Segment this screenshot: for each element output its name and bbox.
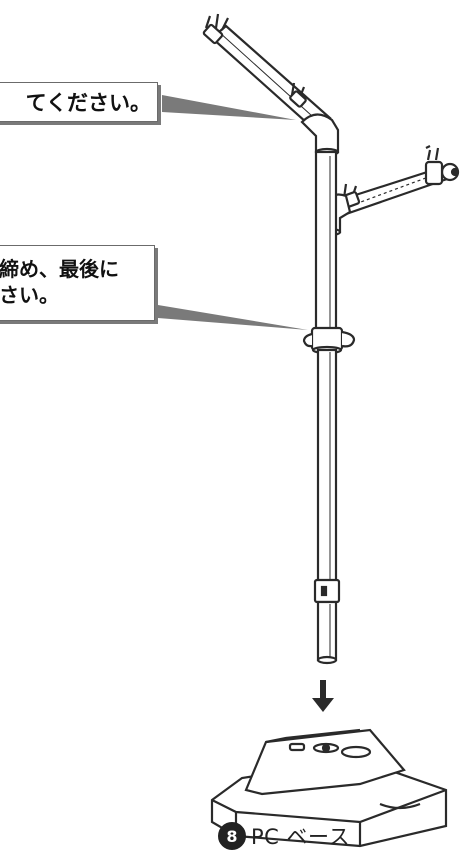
step-number-badge: 8: [218, 822, 246, 850]
down-arrow-icon: [312, 680, 334, 712]
instruction-callout-1: てください。: [0, 82, 158, 122]
callout-2-line-2: さい。: [0, 283, 59, 307]
callout-pointer-1: [162, 95, 296, 120]
base-label-text: PC ベース: [251, 825, 350, 849]
callout-2-line-1: 締め、最後に: [0, 257, 119, 281]
top-elbow-joint: [300, 113, 340, 157]
pc-base: [210, 728, 448, 848]
callout-pointer-2: [158, 305, 308, 330]
upper-arm: [202, 13, 332, 133]
right-arm: [338, 145, 460, 216]
base-label: 8 PC ベース: [218, 820, 350, 852]
callout-1-text: てください。: [25, 91, 151, 115]
main-pole: [302, 150, 356, 665]
instruction-callout-2: 締め、最後に さい。: [0, 245, 155, 321]
